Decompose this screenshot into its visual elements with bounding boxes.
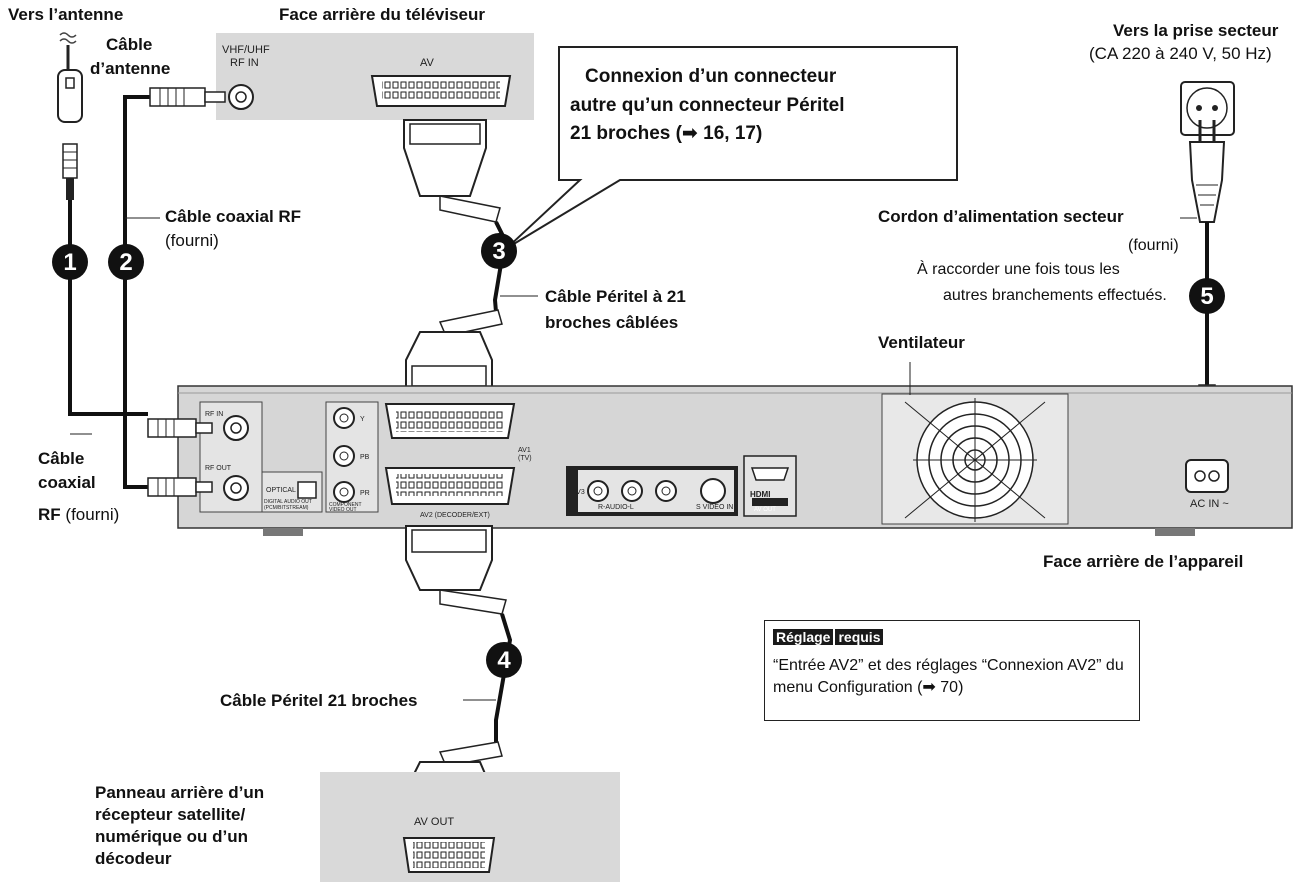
marker-4-label: 4 xyxy=(497,647,511,674)
panel-label-pr: PR xyxy=(360,490,370,497)
marker-5: 5 xyxy=(1189,278,1225,314)
scart-plug-unit-top xyxy=(405,309,503,391)
scart-plug-tv xyxy=(403,119,501,223)
callout-line-1: Connexion d’un connecteur xyxy=(585,66,837,87)
unit-av1-socket xyxy=(384,403,516,439)
marker-2: 2 xyxy=(108,244,144,280)
panel-label-svideo: S VIDEO IN xyxy=(696,504,733,511)
decoder-label-3: numérique ou d’un xyxy=(95,827,248,846)
settings-note-tag-1: Réglage xyxy=(773,629,834,645)
marker-1-label: 1 xyxy=(63,249,76,276)
panel-label-av-out: AV OUT xyxy=(754,507,776,513)
callout-line-2: autre qu’un connecteur Péritel xyxy=(570,94,845,116)
callout-text: Connexion d’un connecteur autre qu’un co… xyxy=(570,63,940,149)
unit-av2-socket xyxy=(384,467,516,505)
antenna-cable-label-2: d’antenne xyxy=(90,59,171,78)
panel-label-component2: VIDEO OUT xyxy=(329,507,357,513)
scart21-label-1: Câble Péritel à 21 xyxy=(545,287,686,306)
settings-note-text: “Entrée AV2” et des réglages “Connexion … xyxy=(773,657,1124,696)
panel-label-rf-in: RF IN xyxy=(205,411,223,418)
panel-label-optical: OPTICAL xyxy=(266,487,296,494)
marker-4: 4 xyxy=(486,642,522,678)
unit-rear-label: Face arrière de l’appareil xyxy=(1043,552,1244,571)
cable-4 xyxy=(494,613,513,744)
unit-foot-right xyxy=(1155,528,1195,536)
tv-vhf-label-1: VHF/UHF xyxy=(222,44,270,56)
cable-3 xyxy=(492,221,508,313)
marker-3: 3 xyxy=(481,233,517,269)
callout-line-3: 21 broches (➡ 16, 17) xyxy=(570,123,763,144)
antenna-plug-icon xyxy=(57,32,83,123)
tv-vhf-label-2: RF IN xyxy=(230,57,259,69)
scart-plug-av2 xyxy=(405,525,507,615)
unit-fan xyxy=(881,393,1069,525)
antenna-cable-label-1: Câble xyxy=(106,35,153,54)
mains-spec: (CA 220 à 240 V, 50 Hz) xyxy=(1089,44,1272,63)
panel-label-av1: AV1 xyxy=(518,447,531,454)
decoder-av-out-label: AV OUT xyxy=(414,816,454,828)
rf-plug-in xyxy=(147,418,213,438)
power-note-2: autres branchements effectués. xyxy=(943,287,1167,304)
tv-rear-label: Face arrière du téléviseur xyxy=(279,5,486,24)
scart21-label-2: broches câblées xyxy=(545,313,679,332)
fan-label: Ventilateur xyxy=(878,333,965,352)
panel-label-optical-sub2: (PCM/BITSTREAM) xyxy=(264,505,309,511)
left-coax-3-sub: (fourni) xyxy=(65,505,120,524)
panel-label-optical-sub: DIGITAL AUDIO OUT xyxy=(264,499,312,505)
unit-foot-left xyxy=(263,528,303,536)
antenna-cable-plug xyxy=(62,143,78,200)
panel-label-av3: AV3 xyxy=(572,489,585,496)
marker-5-label: 5 xyxy=(1200,283,1213,310)
panel-label-av1-sub: (TV) xyxy=(518,455,532,462)
rf-plug-out xyxy=(147,477,213,497)
scart-plain-label: Câble Péritel 21 broches xyxy=(220,691,418,710)
left-coax-3-bold: RF xyxy=(38,505,61,524)
power-cord-sub: (fourni) xyxy=(1128,237,1179,254)
callout-bubble xyxy=(506,46,958,249)
decoder-label-2: récepteur satellite/ xyxy=(95,805,246,824)
panel-label-y: Y xyxy=(360,416,365,423)
decoder-label-1: Panneau arrière d’un xyxy=(95,783,265,802)
left-coax-3: RF (fourni) xyxy=(38,504,119,525)
panel-label-audio: R-AUDIO-L xyxy=(598,504,634,511)
power-note-1: À raccorder une fois tous les xyxy=(917,261,1120,278)
marker-1: 1 xyxy=(52,244,88,280)
cable-1 xyxy=(68,200,148,416)
left-coax-1: Câble xyxy=(38,449,85,468)
marker-3-label: 3 xyxy=(492,238,505,265)
antenna-label: Vers l’antenne xyxy=(8,5,124,24)
marker-2-label: 2 xyxy=(119,249,132,276)
settings-note-tag-2: requis xyxy=(835,629,884,645)
tv-scart-socket xyxy=(370,75,512,107)
tv-rf-in-socket xyxy=(228,84,254,110)
rf-coax-sub: (fourni) xyxy=(165,231,219,250)
panel-label-hdmi: HDMI xyxy=(750,490,770,499)
panel-label-ac-in: AC IN ~ xyxy=(1190,498,1229,510)
mains-outlet-icon xyxy=(1180,81,1235,136)
cable-2 xyxy=(123,95,150,489)
panel-label-pb: PB xyxy=(360,454,370,461)
panel-label-rf-out: RF OUT xyxy=(205,465,232,472)
panel-label-av2: AV2 (DECODER/EXT) xyxy=(420,512,490,519)
mains-plug xyxy=(1188,120,1226,223)
decoder-label-4: décodeur xyxy=(95,849,172,868)
unit-ac-in xyxy=(1185,459,1229,493)
rf-coax-label: Câble coaxial RF xyxy=(165,207,302,226)
left-coax-2: coaxial xyxy=(38,473,96,492)
panel-label-component: COMPONENT xyxy=(329,502,362,508)
rf-plug-to-tv xyxy=(149,87,226,107)
power-cord-label: Cordon d’alimentation secteur xyxy=(878,207,1124,226)
mains-title: Vers la prise secteur xyxy=(1113,21,1279,40)
tv-av-label: AV xyxy=(420,57,435,69)
